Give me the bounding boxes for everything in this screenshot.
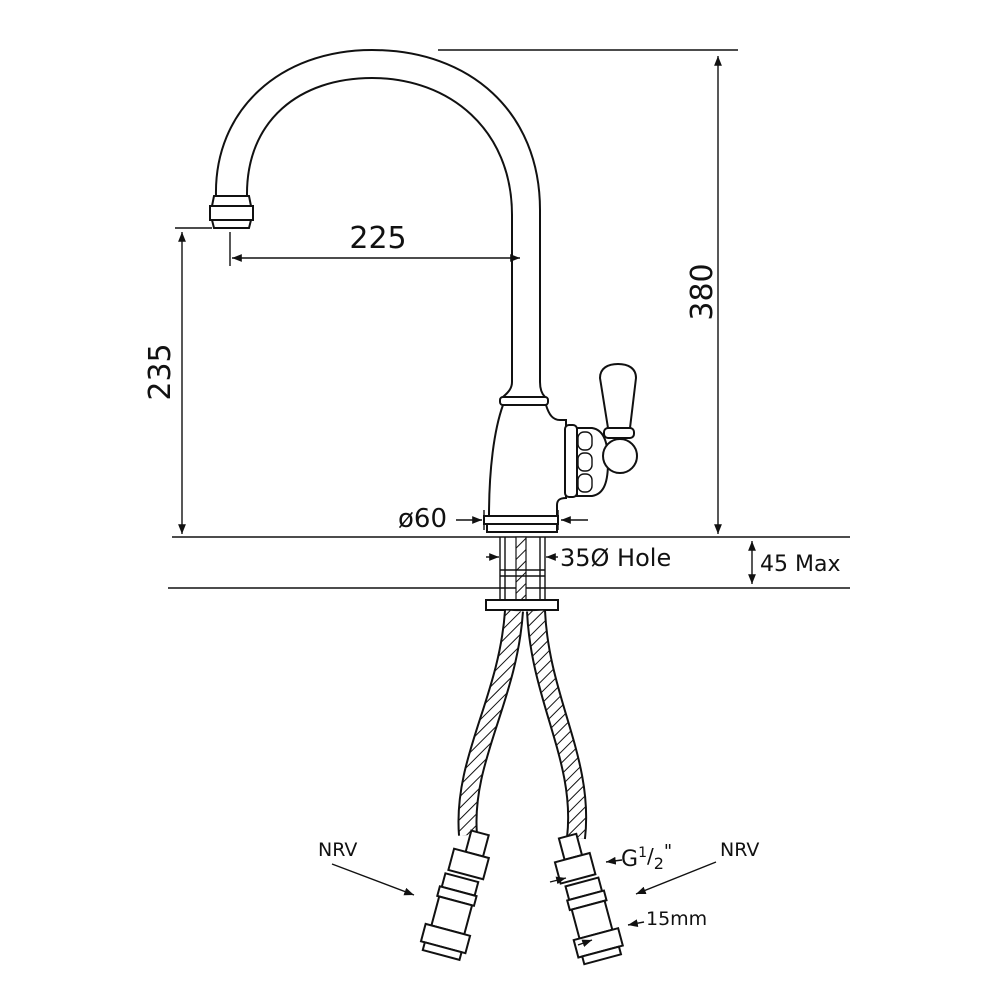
dimension-235: 235 bbox=[143, 227, 212, 534]
dimension-225-label: 225 bbox=[349, 221, 406, 256]
dimension-45max: 45 Max bbox=[748, 541, 840, 584]
dimension-225: 225 bbox=[229, 221, 520, 266]
thread-sub: 2 bbox=[654, 854, 664, 873]
pipe-size-callout: 15mm bbox=[577, 908, 707, 947]
right-connector bbox=[553, 832, 625, 966]
pipe-size-label: 15mm bbox=[646, 908, 707, 930]
dimension-diameter-60-label: ø60 bbox=[398, 504, 447, 534]
hoses bbox=[457, 610, 588, 840]
thread-g: G bbox=[621, 847, 638, 872]
spout bbox=[209, 48, 541, 382]
tap-body bbox=[483, 381, 567, 533]
left-connector bbox=[419, 829, 491, 962]
nrv-right-callout: NRV bbox=[635, 839, 759, 895]
thread-quote: " bbox=[664, 841, 672, 862]
mounting-shank: 35Ø Hole bbox=[485, 536, 671, 611]
svg-text:G1/2": G1/2" bbox=[621, 841, 672, 873]
nrv-left-callout: NRV bbox=[318, 839, 415, 896]
dimension-45max-label: 45 Max bbox=[760, 552, 840, 577]
thread-sup: 1 bbox=[638, 845, 647, 861]
hole-size-label: 35Ø Hole bbox=[560, 544, 671, 572]
dimension-380: 380 bbox=[438, 49, 738, 534]
nrv-left-label: NRV bbox=[318, 839, 357, 861]
dimension-235-label: 235 bbox=[143, 343, 178, 400]
dimension-diameter-60: ø60 bbox=[398, 504, 588, 534]
spout-nozzle bbox=[209, 195, 254, 229]
nrv-right-label: NRV bbox=[720, 839, 759, 861]
thread-slash: / bbox=[647, 844, 654, 868]
dimension-380-label: 380 bbox=[685, 263, 720, 320]
thread-callout: G1/2" bbox=[549, 841, 672, 885]
handle bbox=[564, 362, 638, 498]
